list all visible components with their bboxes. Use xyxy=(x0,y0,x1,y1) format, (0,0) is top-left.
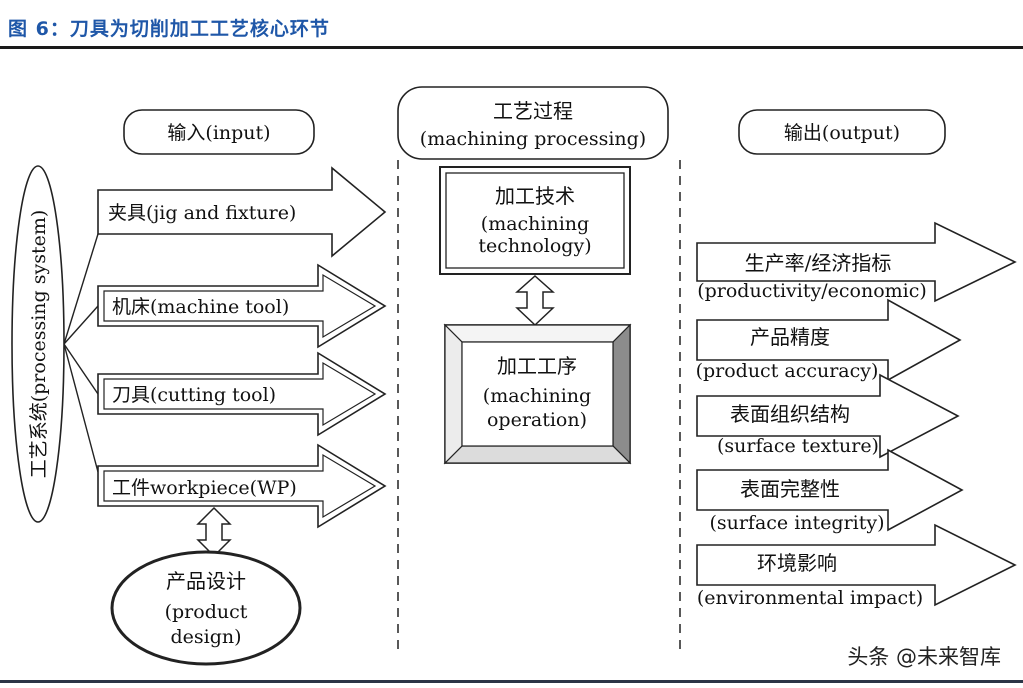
machining-technology-en2: technology) xyxy=(478,235,591,257)
system-spokes xyxy=(63,233,99,473)
input-label-machine-tool: 机床(machine tool) xyxy=(112,296,289,318)
input-arrow-machine-tool xyxy=(97,263,387,349)
product-design-en1: (product xyxy=(165,601,248,623)
output-environment-cn: 环境影响 xyxy=(757,551,837,575)
machining-technology-cn: 加工技术 xyxy=(495,184,575,208)
input-header-label: 输入(input) xyxy=(167,122,270,144)
output-integrity-en: (surface integrity) xyxy=(709,512,884,534)
output-arrow-texture xyxy=(696,373,960,459)
technology-operation-arrow xyxy=(515,274,555,327)
input-label-cutting-tool: 刀具(cutting tool) xyxy=(112,384,276,406)
output-arrow-environment xyxy=(696,523,1017,607)
process-header-en: (machining processing) xyxy=(420,128,646,150)
workpiece-design-arrow xyxy=(196,506,232,558)
input-label-workpiece: 工件workpiece(WP) xyxy=(112,477,297,499)
output-productivity-cn: 生产率/经济指标 xyxy=(745,251,892,275)
machining-operation-en1: (machining xyxy=(483,385,591,407)
product-design-en2: design) xyxy=(170,626,241,648)
output-accuracy-cn: 产品精度 xyxy=(750,325,830,349)
machining-operation-en2: operation) xyxy=(487,409,587,431)
output-texture-en: (surface texture) xyxy=(717,435,879,457)
input-arrow-workpiece xyxy=(97,443,387,529)
product-design-cn: 产品设计 xyxy=(166,569,246,593)
output-arrow-accuracy xyxy=(696,298,962,382)
process-header-cn: 工艺过程 xyxy=(493,99,573,123)
output-header-label: 输出(output) xyxy=(784,122,900,144)
watermark: 头条 @未来智库 xyxy=(847,645,1001,669)
output-arrow-integrity xyxy=(696,448,964,532)
processing-system-label: 工艺系统(processing system) xyxy=(28,210,50,479)
machining-operation-box xyxy=(443,323,632,465)
title-divider xyxy=(0,46,1023,49)
output-productivity-en: (productivity/economic) xyxy=(697,280,927,302)
input-header-box xyxy=(123,109,315,155)
output-header-box xyxy=(738,109,946,155)
input-label-jig: 夹具(jig and fixture) xyxy=(108,202,296,224)
output-environment-en: (environmental impact) xyxy=(697,587,923,609)
output-texture-cn: 表面组织结构 xyxy=(730,402,850,426)
output-arrow-productivity xyxy=(696,221,1017,303)
machining-technology-en1: (machining xyxy=(481,213,589,235)
output-integrity-cn: 表面完整性 xyxy=(740,477,840,501)
input-arrow-jig xyxy=(97,166,387,258)
processing-system-ellipse xyxy=(11,165,65,523)
output-accuracy-en: (product accuracy) xyxy=(696,360,879,382)
page-title: 图 6：刀具为切削加工工艺核心环节 xyxy=(8,18,330,40)
machining-operation-cn: 加工工序 xyxy=(497,354,577,378)
bottom-divider xyxy=(0,680,1023,683)
input-arrow-cutting-tool xyxy=(97,351,387,437)
product-design-ellipse xyxy=(110,550,302,666)
machining-technology-box xyxy=(439,166,631,275)
process-header-box xyxy=(397,86,669,160)
